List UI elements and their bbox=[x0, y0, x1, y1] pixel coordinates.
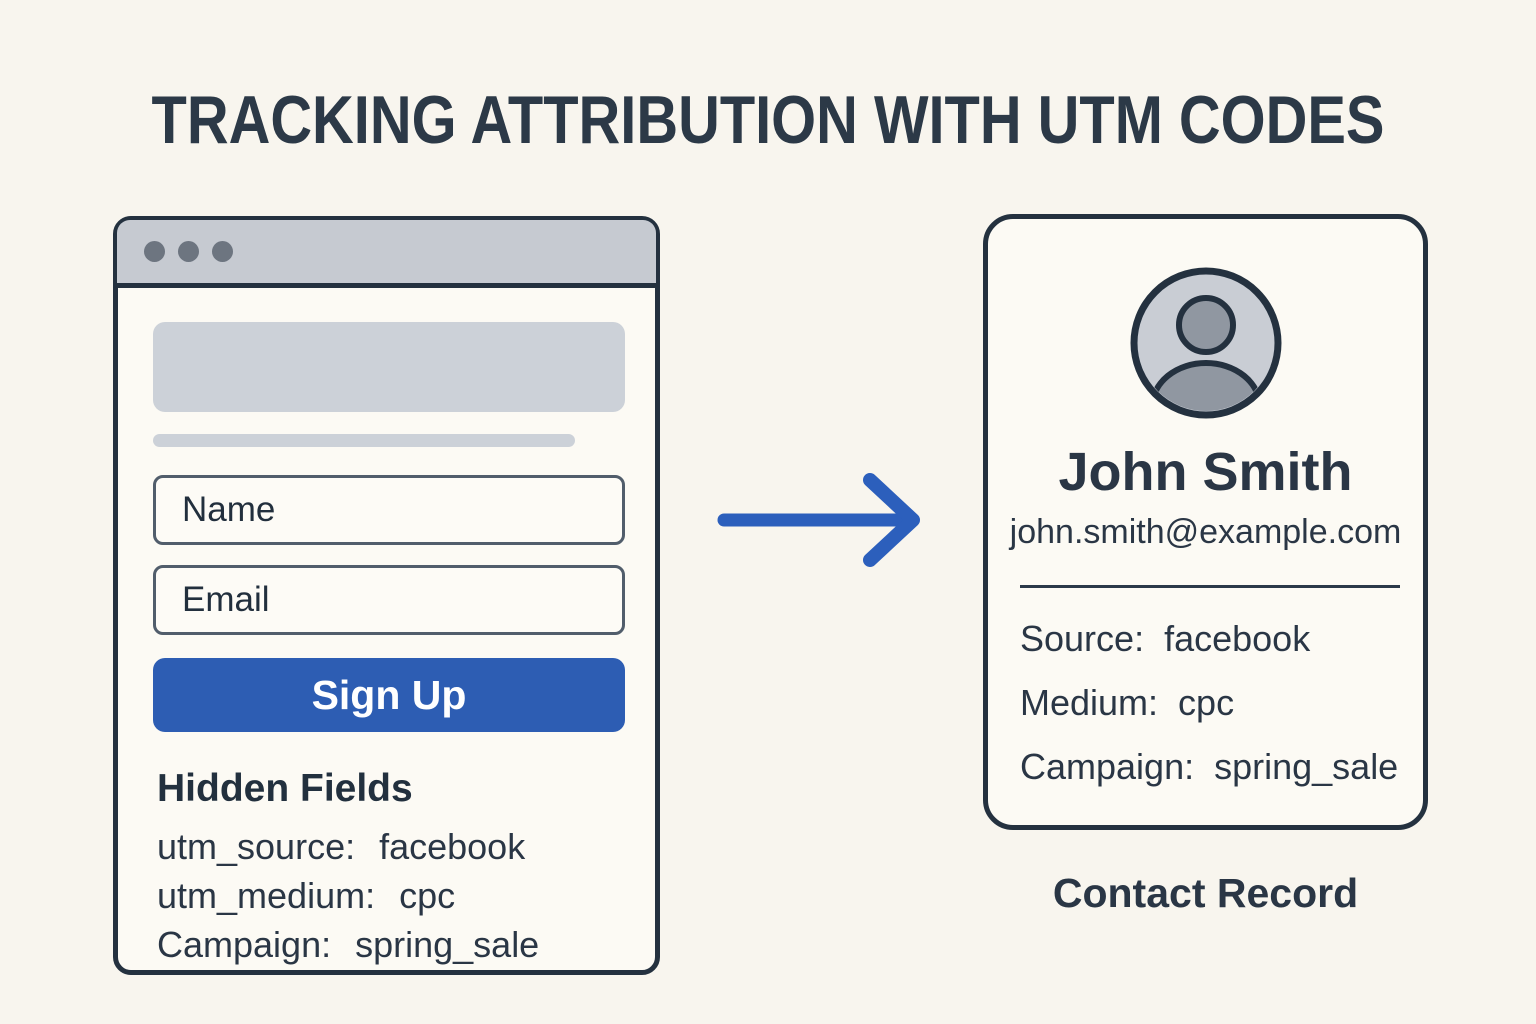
attribution-label: Source: bbox=[1020, 618, 1145, 659]
window-dot-icon bbox=[144, 241, 165, 262]
hidden-field-label: utm_source: bbox=[157, 826, 356, 867]
attribution-value: cpc bbox=[1178, 682, 1235, 723]
name-input-placeholder: Name bbox=[182, 490, 276, 529]
sign-up-button[interactable]: Sign Up bbox=[153, 658, 625, 732]
attribution-row: Source: facebook bbox=[1020, 620, 1398, 658]
hidden-field-row: utm_source: facebook bbox=[157, 829, 539, 865]
user-avatar-icon bbox=[1130, 267, 1282, 419]
hidden-field-label: utm_medium: bbox=[157, 875, 376, 916]
name-input[interactable]: Name bbox=[153, 475, 625, 545]
attribution-value: facebook bbox=[1164, 618, 1311, 659]
text-line-placeholder bbox=[153, 434, 575, 447]
contact-email: john.smith@example.com bbox=[1009, 513, 1402, 551]
contact-name: John Smith bbox=[1058, 442, 1353, 502]
hidden-field-value: facebook bbox=[379, 826, 526, 867]
hidden-field-row: utm_medium: cpc bbox=[157, 878, 539, 914]
hero-content-placeholder bbox=[153, 322, 625, 412]
attribution-row: Campaign: spring_sale bbox=[1020, 748, 1398, 786]
page-title: TRACKING ATTRIBUTION WITH UTM CODES bbox=[151, 82, 1385, 158]
hidden-field-value: cpc bbox=[399, 875, 456, 916]
window-dot-icon bbox=[212, 241, 233, 262]
hidden-fields-list: utm_source: facebook utm_medium: cpc Cam… bbox=[157, 829, 539, 963]
attribution-value: spring_sale bbox=[1214, 746, 1399, 787]
attribution-row: Medium: cpc bbox=[1020, 684, 1398, 722]
flow-arrow-icon bbox=[717, 473, 920, 567]
signup-form-window: Name Email Sign Up Hidden Fields utm_sou… bbox=[113, 216, 660, 975]
hidden-field-row: Campaign: spring_sale bbox=[157, 927, 539, 963]
contact-card: John Smith john.smith@example.com Source… bbox=[983, 214, 1428, 830]
attribution-label: Medium: bbox=[1020, 682, 1159, 723]
email-input-placeholder: Email bbox=[182, 580, 270, 619]
hidden-field-value: spring_sale bbox=[355, 924, 540, 965]
hidden-field-label: Campaign: bbox=[157, 924, 332, 965]
window-dot-icon bbox=[178, 241, 199, 262]
contact-record-caption: Contact Record bbox=[1052, 870, 1359, 916]
card-divider bbox=[1020, 585, 1400, 588]
hidden-fields-heading: Hidden Fields bbox=[157, 767, 413, 810]
email-input[interactable]: Email bbox=[153, 565, 625, 635]
window-titlebar bbox=[117, 220, 656, 288]
attribution-label: Campaign: bbox=[1020, 746, 1195, 787]
attribution-list: Source: facebook Medium: cpc Campaign: s… bbox=[1020, 620, 1398, 786]
